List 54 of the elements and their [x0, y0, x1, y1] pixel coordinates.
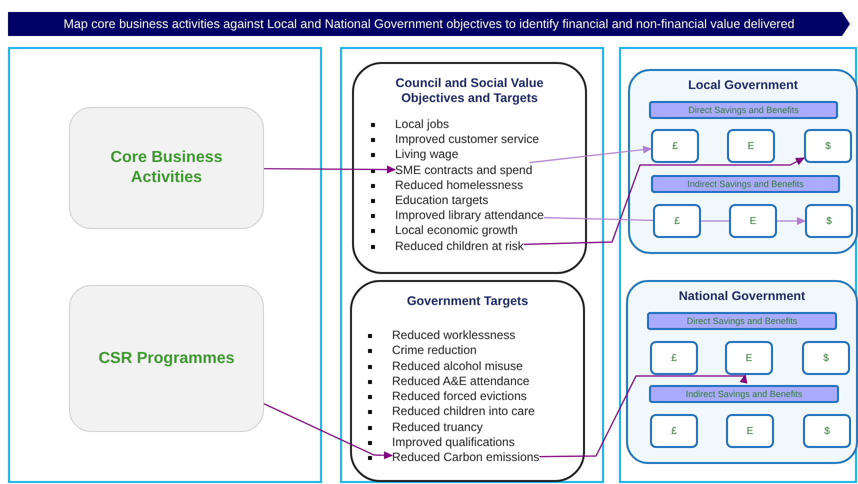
list-item: Reduced children at risk	[395, 238, 524, 254]
value-box: E	[729, 204, 777, 238]
value-box: $	[802, 341, 850, 375]
list-item: Improved library attendance	[395, 208, 544, 224]
value-box: E	[727, 129, 775, 163]
value-box: £	[650, 341, 698, 375]
panel	[340, 47, 604, 483]
list-item: Crime reduction	[392, 343, 477, 358]
list-item: Reduced alcohol misuse	[392, 358, 523, 374]
value-box: £	[651, 129, 699, 163]
target-box	[350, 280, 585, 482]
value-box: E	[726, 414, 774, 448]
box-heading: Government Targets	[406, 294, 530, 309]
value-box: £	[650, 414, 698, 448]
savings-bar: Direct Savings and Benefits	[647, 312, 837, 330]
list-item: Reduced children into care	[392, 404, 535, 420]
savings-bar: Indirect Savings and Benefits	[649, 385, 839, 403]
value-box: $	[804, 129, 852, 163]
value-box: E	[725, 341, 773, 375]
list-item: Improved customer service	[395, 132, 540, 148]
government-box	[628, 69, 858, 254]
arrow	[264, 403, 393, 460]
list-item: Reduced worklessness	[392, 328, 516, 343]
list-item: Reduced truancy	[392, 420, 483, 434]
value-box: $	[805, 204, 853, 238]
value-box: $	[803, 414, 851, 448]
arrow	[539, 374, 748, 458]
list-item: Improved qualifications	[392, 434, 515, 450]
list-item: Living wage	[395, 147, 458, 162]
list-item: Reduced Carbon emissions	[392, 450, 540, 465]
list-item: Local jobs	[395, 117, 450, 132]
arrow	[777, 217, 806, 225]
box-heading: Local Government	[687, 78, 799, 92]
savings-bar: Direct Savings and Benefits	[649, 101, 838, 119]
activity-box: CSR Programmes	[69, 285, 264, 432]
arrow	[529, 146, 652, 164]
list-item: Education targets	[395, 193, 488, 208]
box-heading: National Government	[678, 289, 806, 303]
list-item: Reduced forced evictions	[392, 389, 527, 404]
banner-text: Map core business activities against Local and National Government objectives to identify financial and non-financial value delivered	[64, 17, 794, 31]
list-item: SME contracts and spend	[395, 162, 532, 178]
list-item: Reduced A&E attendance	[392, 374, 530, 389]
value-box: £	[653, 204, 701, 238]
activity-box: Core Business Activities	[69, 107, 264, 229]
panel	[8, 47, 322, 483]
list-item: Local economic growth	[395, 223, 518, 238]
arrow	[264, 166, 396, 174]
box-heading: Council and Social Value Objectives and Targets	[394, 76, 544, 106]
savings-bar: Indirect Savings and Benefits	[651, 175, 840, 193]
government-box	[626, 280, 858, 464]
target-box	[352, 62, 587, 274]
panel	[619, 47, 857, 483]
arrow	[524, 157, 805, 245]
list-item: Reduced homelessness	[395, 178, 524, 193]
